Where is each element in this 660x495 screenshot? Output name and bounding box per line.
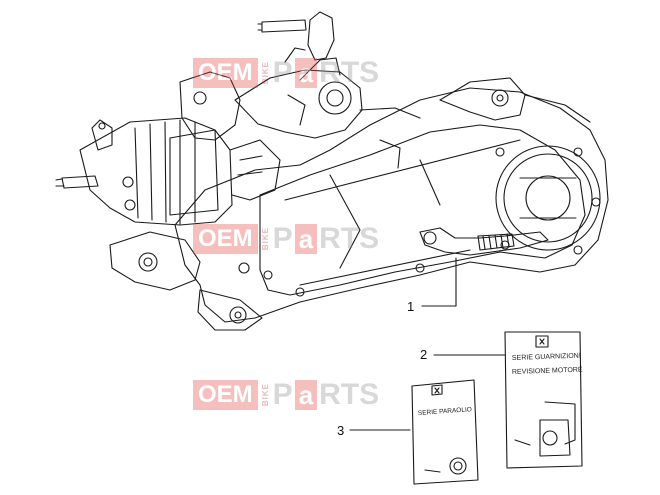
seal-set-label: SERIE PARAOLIO (418, 406, 472, 417)
seal-set-card (411, 379, 479, 485)
engine-assembly-drawing (55, 11, 609, 331)
callout-1: 1 (407, 299, 415, 314)
callout-3: 3 (337, 423, 345, 438)
callout-2: 2 (420, 347, 428, 362)
gasket-set-label-1: SERIE GUARNIZIONI (512, 353, 581, 362)
gasket-set-card (504, 331, 583, 469)
gasket-set-label-2: REVISIONE MOTORE (512, 367, 583, 376)
leader-line-1 (421, 257, 457, 307)
